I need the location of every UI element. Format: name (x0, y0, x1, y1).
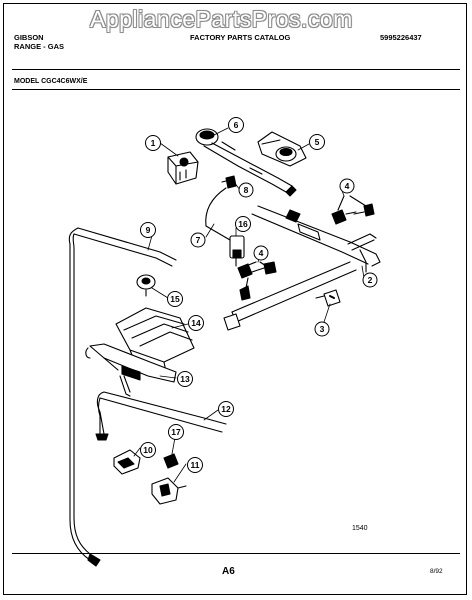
callout-1 (145, 135, 161, 151)
callout-3 (314, 321, 330, 337)
callout-label: 15 (170, 294, 180, 304)
callout-label: 5 (315, 137, 320, 147)
callout-label: 17 (171, 427, 181, 437)
revision-date: 8/92 (430, 568, 443, 575)
part-burner-valves-right (331, 195, 375, 225)
callout-2 (362, 272, 378, 288)
diagram-code: 1540 (352, 525, 368, 532)
part-oven-burner (85, 343, 177, 397)
callout-15 (167, 291, 183, 307)
callout-label: 16 (238, 219, 248, 229)
callout-label: 3 (320, 324, 325, 334)
part-top-burner-front (195, 128, 297, 197)
part-bracket (151, 477, 187, 505)
callouts (140, 117, 378, 473)
callout-16 (235, 216, 251, 232)
callout-label: 8 (244, 185, 249, 195)
callout-13 (177, 371, 193, 387)
part-top-burner-rear (257, 131, 307, 167)
callout-label: 9 (146, 225, 151, 235)
part-clip (163, 453, 179, 469)
page-border (3, 3, 467, 595)
watermark: AppliancePartsPros.com (90, 6, 353, 32)
callout-4a (339, 178, 355, 194)
callout-4b (253, 245, 269, 261)
part-igniter-module (113, 449, 141, 475)
part-heat-shield (115, 307, 195, 373)
callout-label: 7 (196, 235, 201, 245)
callout-10 (140, 442, 156, 458)
page-number: A6 (222, 566, 235, 577)
catalog-part-number: 5995226437 (380, 33, 422, 42)
callout-9 (140, 222, 156, 238)
leader-lines (133, 127, 365, 483)
callout-label: 6 (234, 120, 239, 130)
part-valve-block (167, 151, 199, 185)
callout-label: 4 (259, 248, 264, 258)
callout-label: 10 (143, 445, 153, 455)
catalog-title: FACTORY PARTS CATALOG (190, 33, 291, 42)
callout-17 (168, 424, 184, 440)
callout-6 (228, 117, 244, 133)
callout-label: 13 (180, 374, 190, 384)
callout-11 (187, 457, 203, 473)
callout-label: 1 (151, 138, 156, 148)
part-ignitor-wire (205, 187, 245, 267)
callout-14 (188, 315, 204, 331)
callout-8 (238, 182, 254, 198)
model-label: MODEL CGC4C6WX/E (14, 78, 88, 85)
footer-rule (12, 553, 460, 554)
product-label: RANGE - GAS (14, 42, 65, 51)
callout-label: 11 (191, 460, 200, 470)
part-gas-tube (68, 227, 177, 567)
callout-label: 12 (221, 404, 231, 414)
part-burner-valves-center (237, 261, 277, 301)
brand-label: GIBSON (14, 33, 44, 42)
callout-7 (190, 232, 206, 248)
callout-label: 2 (368, 275, 373, 285)
header-rule-bottom (12, 89, 460, 90)
callout-label: 14 (191, 318, 201, 328)
header-rule-top (12, 69, 460, 70)
callout-label: 4 (345, 181, 350, 191)
part-manifold (223, 205, 381, 331)
part-lower-tube (95, 391, 227, 441)
part-fitting (221, 175, 237, 189)
callout-5 (309, 134, 325, 150)
part-nut (136, 274, 156, 297)
part-orifice (315, 289, 341, 307)
callout-12 (218, 401, 234, 417)
